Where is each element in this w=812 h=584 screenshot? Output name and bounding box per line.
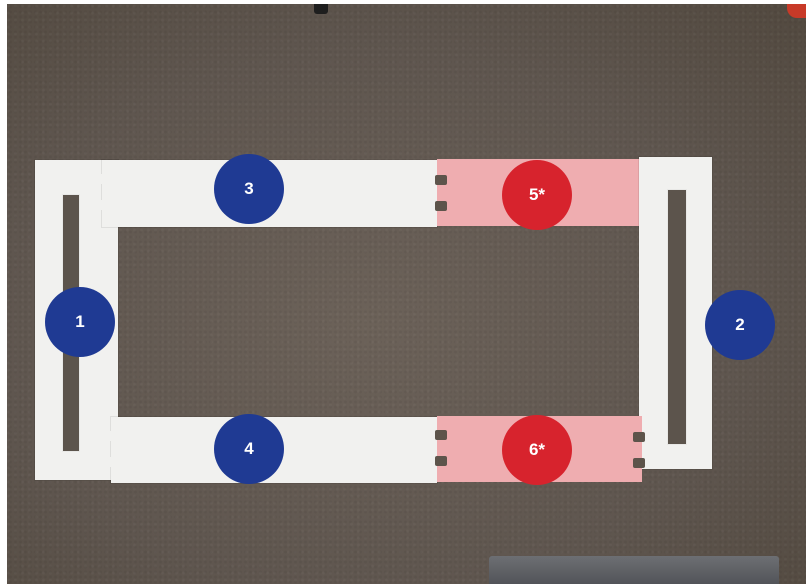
right-slot xyxy=(667,189,687,445)
marker-4: 4 xyxy=(214,414,284,484)
floor-photo: 1 2 3 4 5* 6* xyxy=(7,4,806,584)
marker-3-label: 3 xyxy=(244,179,253,199)
marker-4-label: 4 xyxy=(244,439,253,459)
marker-1-label: 1 xyxy=(75,312,84,332)
marker-5: 5* xyxy=(502,160,572,230)
marker-6-label: 6* xyxy=(529,440,545,460)
right-end-piece xyxy=(639,157,712,469)
marker-2-label: 2 xyxy=(735,315,744,335)
marker-1: 1 xyxy=(45,287,115,357)
dark-object xyxy=(314,4,328,14)
marker-3: 3 xyxy=(214,154,284,224)
marker-6: 6* xyxy=(502,415,572,485)
red-object xyxy=(787,4,806,18)
marker-5-label: 5* xyxy=(529,185,545,205)
gray-cushion xyxy=(489,556,779,584)
marker-2: 2 xyxy=(705,290,775,360)
